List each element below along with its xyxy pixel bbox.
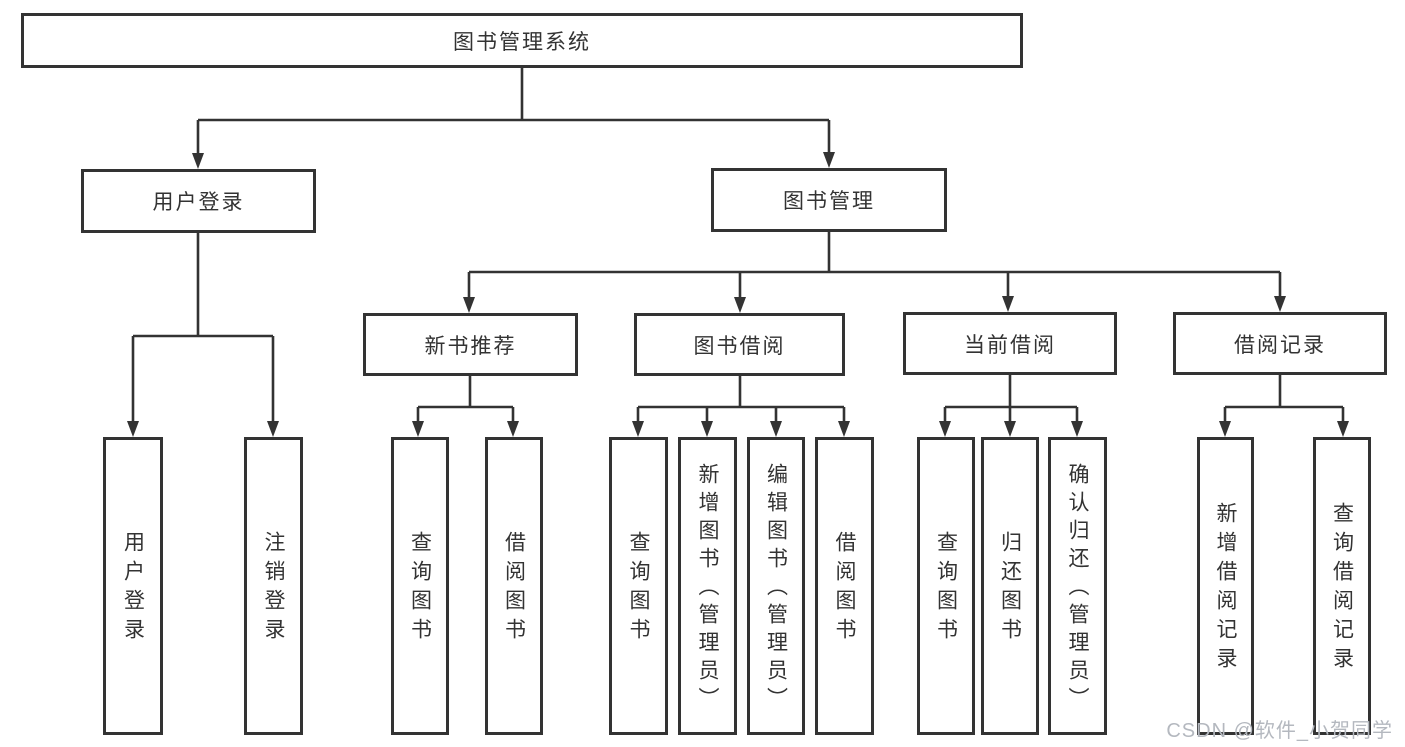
leaf-bb-borrow-books: 借阅图书 [815,437,874,735]
leaf-bb-query-books: 查询图书 [609,437,668,735]
leaf-cb-return-books: 归还图书 [981,437,1039,735]
node-label: 借阅记录 [1234,333,1326,357]
node-label: 当前借阅 [964,333,1056,357]
leaf-cb-query-books: 查询图书 [917,437,975,735]
leaf-logout: 注销登录 [244,437,303,735]
node-label: 归还图书 [998,531,1022,647]
leaf-user-login: 用户登录 [103,437,163,735]
leaf-nb-borrow-books: 借阅图书 [485,437,543,735]
node-label: 新增图书（管理员） [696,463,719,715]
csdn-watermark: CSDN @软件_小贺同学 [1166,720,1393,742]
leaf-cb-confirm-return-admin: 确认归还（管理员） [1048,437,1107,735]
node-label: 借阅图书 [502,531,526,647]
node-user-login: 用户登录 [81,169,316,233]
node-label: 查询图书 [934,531,958,647]
node-label: 注销登录 [262,531,285,647]
node-label: 确认归还（管理员） [1066,463,1089,715]
node-borrowing-records: 借阅记录 [1173,312,1387,375]
node-new-book-recommendation: 新书推荐 [363,313,578,376]
node-book-management: 图书管理 [711,168,947,232]
node-label: 新增借阅记录 [1214,502,1237,676]
node-label: 新书推荐 [424,334,517,358]
node-label: 查询借阅记录 [1330,502,1354,676]
node-current-borrowing: 当前借阅 [903,312,1117,375]
arrowheads [127,152,1349,437]
leaf-br-query-record: 查询借阅记录 [1313,437,1371,735]
node-label: 用户登录 [152,191,245,214]
node-root-library-system: 图书管理系统 [21,13,1023,68]
node-label: 查询图书 [627,531,650,647]
node-label: 借阅图书 [833,531,856,647]
leaf-bb-edit-books-admin: 编辑图书（管理员） [747,437,805,735]
leaf-bb-add-books-admin: 新增图书（管理员） [678,437,737,735]
node-label: 查询图书 [408,531,432,647]
node-label: 用户登录 [121,531,145,647]
leaf-br-add-record: 新增借阅记录 [1197,437,1254,735]
node-label: 图书管理系统 [453,30,591,54]
leaf-nb-query-books: 查询图书 [391,437,449,735]
node-book-borrowing: 图书借阅 [634,313,845,376]
node-label: 图书管理 [783,190,875,213]
node-label: 图书借阅 [693,334,786,358]
node-label: 编辑图书（管理员） [764,463,788,715]
